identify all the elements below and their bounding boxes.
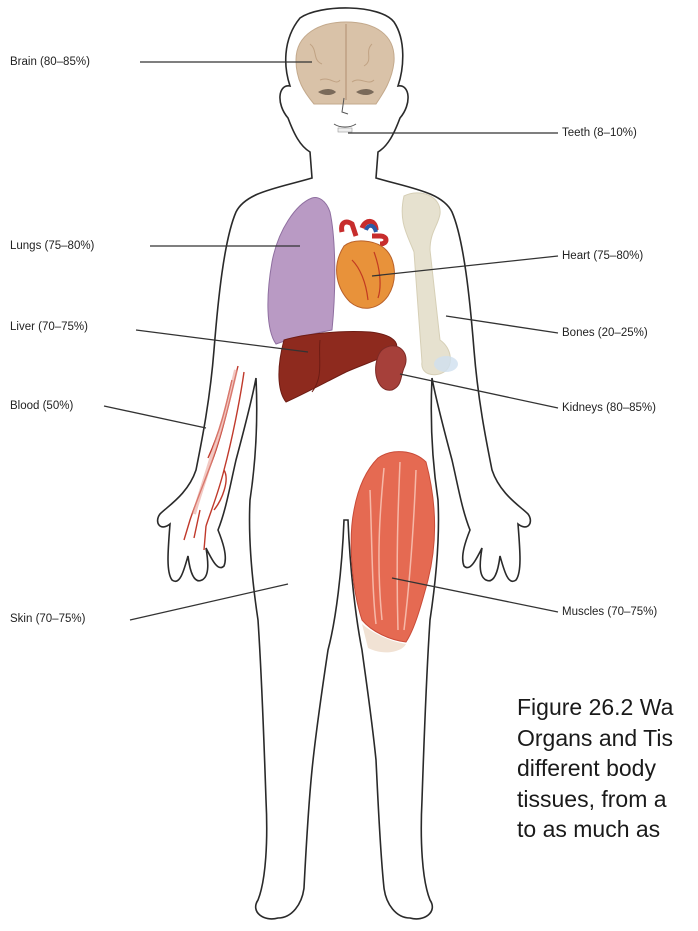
kidneys-label: Kidneys (80–85%) bbox=[562, 401, 656, 415]
bones-label: Bones (20–25%) bbox=[562, 326, 648, 340]
caption-line: tissues, from a bbox=[517, 784, 698, 815]
brain-organ bbox=[296, 22, 394, 104]
blood-label: Blood (50%) bbox=[10, 399, 73, 413]
teeth-organ bbox=[338, 128, 352, 132]
caption-line: to as much as bbox=[517, 814, 698, 845]
skin-label: Skin (70–75%) bbox=[10, 612, 85, 626]
blood-leader bbox=[104, 406, 206, 428]
lungs-label: Lungs (75–80%) bbox=[10, 239, 94, 253]
teeth-label: Teeth (8–10%) bbox=[562, 126, 637, 140]
liver-label: Liver (70–75%) bbox=[10, 320, 88, 334]
heart-label: Heart (75–80%) bbox=[562, 249, 643, 263]
figure-caption: Figure 26.2 Wa Organs and Tis different … bbox=[517, 692, 698, 912]
brain-label: Brain (80–85%) bbox=[10, 55, 90, 69]
caption-line: Figure 26.2 Wa bbox=[517, 692, 698, 723]
bone-joint bbox=[434, 356, 458, 372]
body-outline bbox=[158, 8, 531, 919]
caption-line: Organs and Tis bbox=[517, 723, 698, 754]
caption-line: different body bbox=[517, 753, 698, 784]
muscles-label: Muscles (70–75%) bbox=[562, 605, 657, 619]
